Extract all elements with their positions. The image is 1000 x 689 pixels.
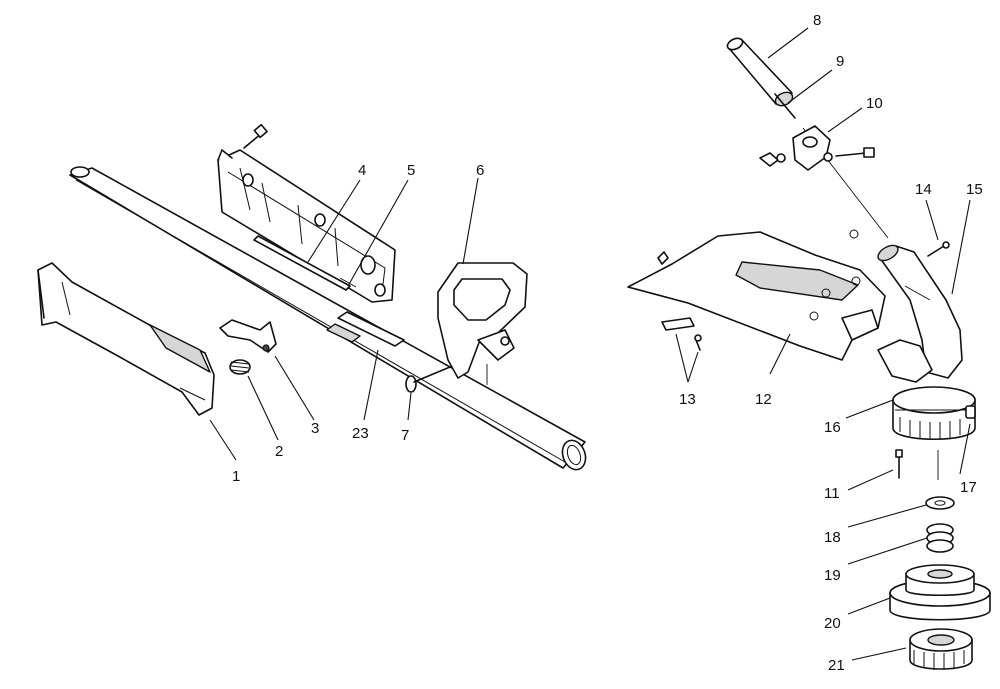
spacer-strip: [253, 235, 357, 291]
gear-screw: [927, 241, 950, 257]
carriage-bolt: [405, 336, 510, 393]
grip: [726, 37, 794, 107]
callout-3: 3: [311, 420, 319, 437]
callout-9: 9: [836, 53, 844, 70]
shaft-tube: [69, 166, 587, 471]
callout-17: 17: [960, 479, 977, 496]
callout-21: 21: [828, 657, 845, 674]
spring: [229, 359, 251, 375]
callout-5: 5: [407, 162, 415, 179]
spool-bolt: [895, 449, 903, 479]
line-cutter: [661, 317, 702, 351]
assist-handle: [437, 262, 528, 385]
spool-spring: [926, 523, 954, 553]
trigger-lever: [219, 319, 277, 353]
callout-11: 11: [824, 485, 840, 502]
callout-20: 20: [824, 615, 841, 632]
callout-labels: 1 2 3 4 5 6 7 23 8 9 10 14 15 13 12 16 1…: [232, 12, 983, 674]
leader-lines: [209, 27, 971, 661]
callout-4: 4: [358, 162, 366, 179]
callout-14: 14: [915, 181, 932, 198]
callout-1: 1: [232, 468, 240, 485]
housing-screw: [243, 123, 268, 149]
callout-2: 2: [275, 443, 283, 460]
shaft-label-decal: [326, 311, 405, 347]
callout-10: 10: [866, 95, 883, 112]
callout-12: 12: [755, 391, 772, 408]
callout-13: 13: [679, 391, 696, 408]
callout-7: 7: [401, 427, 409, 444]
gear-head-tube: [877, 244, 963, 379]
upper-housing: [217, 149, 396, 303]
callout-19: 19: [824, 567, 841, 584]
trimmer-shield: [627, 229, 886, 361]
bump-knob: [909, 628, 973, 670]
callout-23: 23: [352, 425, 369, 442]
callout-6: 6: [476, 162, 484, 179]
gear-housing: [877, 339, 976, 480]
drive-cable: [774, 93, 889, 239]
callout-15: 15: [966, 181, 983, 198]
lower-handle: [37, 262, 215, 416]
clamp-bracket: [759, 125, 875, 171]
washer: [925, 496, 955, 510]
callout-8: 8: [813, 12, 821, 29]
spool: [889, 564, 991, 621]
callout-16: 16: [824, 419, 841, 436]
callout-18: 18: [824, 529, 841, 546]
